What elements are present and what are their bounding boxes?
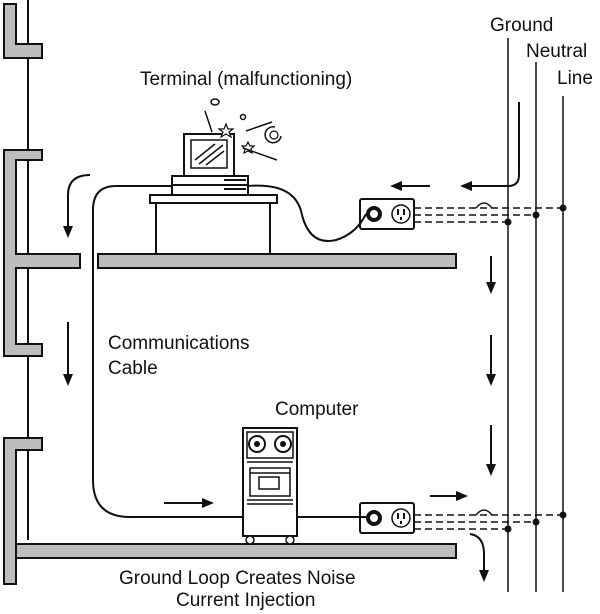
floor-upper bbox=[97, 253, 457, 269]
terminal-label: Terminal (malfunctioning) bbox=[140, 69, 352, 90]
junction-dot bbox=[532, 211, 540, 219]
caption-line-1: Ground Loop Creates Noise bbox=[119, 568, 356, 589]
line-label: Line bbox=[557, 68, 593, 89]
arrowhead bbox=[63, 226, 73, 238]
lower-crossover bbox=[475, 509, 493, 516]
communications-cable bbox=[92, 185, 243, 518]
computer-label: Computer bbox=[275, 399, 359, 420]
caption-line-2: Current Injection bbox=[176, 590, 315, 611]
terminal-power-cord bbox=[247, 184, 367, 242]
current-arrows bbox=[63, 102, 520, 582]
upper-crossover bbox=[475, 202, 493, 209]
arrowhead bbox=[486, 464, 496, 476]
arrowhead bbox=[460, 181, 472, 191]
junction-dot bbox=[532, 518, 540, 526]
wall-segment-middle bbox=[3, 149, 81, 357]
tape-drive-computer-icon bbox=[242, 427, 298, 545]
spark-stars-icon bbox=[204, 98, 282, 161]
arrow-down-to-earth bbox=[469, 533, 485, 570]
arrow-down-upper-left bbox=[67, 174, 91, 226]
arrowhead bbox=[486, 374, 496, 386]
communications-label: Communications bbox=[108, 333, 250, 354]
arrowhead bbox=[479, 570, 489, 582]
arrowhead bbox=[390, 181, 402, 191]
arrowhead bbox=[202, 498, 214, 508]
floor-bottom bbox=[15, 543, 457, 559]
arrowhead bbox=[486, 282, 496, 294]
building-structure bbox=[3, 0, 457, 585]
wall-segment-lower bbox=[3, 437, 43, 585]
wall-segment-top bbox=[3, 3, 43, 59]
junction-dot bbox=[559, 511, 567, 519]
crt-terminal-icon bbox=[171, 133, 249, 196]
neutral-label: Neutral bbox=[526, 41, 587, 62]
ground-label: Ground bbox=[490, 15, 553, 36]
junction-dot bbox=[504, 525, 512, 533]
terminal-desk bbox=[149, 194, 278, 254]
arrowhead bbox=[63, 374, 73, 386]
arrow-ground-to-outlet bbox=[462, 102, 520, 187]
junction-dot bbox=[504, 218, 512, 226]
power-outlet-icon bbox=[359, 198, 415, 230]
power-wiring bbox=[414, 38, 567, 592]
junction-dot bbox=[559, 204, 567, 212]
cable-label: Cable bbox=[108, 358, 158, 379]
arrowhead bbox=[456, 491, 468, 501]
power-outlet-icon bbox=[359, 502, 415, 534]
